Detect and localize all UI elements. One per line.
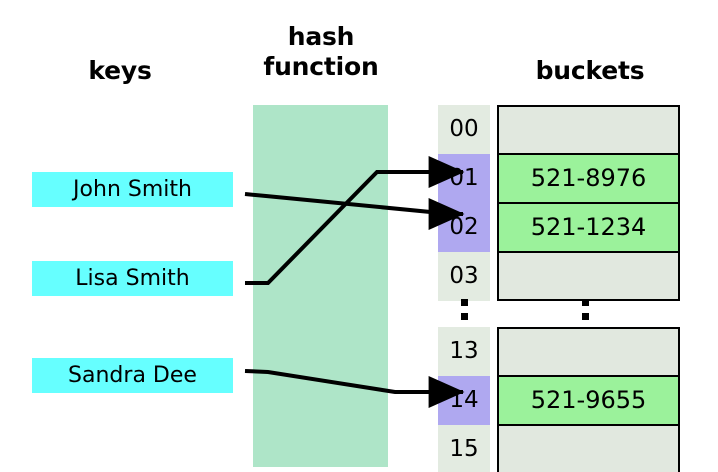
bucket-value-00 (497, 105, 680, 154)
bucket-value-15 (497, 425, 680, 472)
keys-heading: keys (88, 56, 152, 85)
bucket-value-14: 521-9655 (497, 376, 680, 425)
bucket-index-13: 13 (438, 327, 490, 376)
hash-function-band (253, 105, 388, 467)
bucket-index-14: 14 (438, 376, 490, 425)
bucket-value-13 (497, 327, 680, 376)
bucket-value-01: 521-8976 (497, 154, 680, 203)
bucket-index-01: 01 (438, 154, 490, 203)
bucket-value-02: 521-1234 (497, 203, 680, 252)
key-box-john-smith[interactable]: John Smith (32, 172, 233, 207)
hash-function-heading-line1: hash (287, 22, 355, 51)
bucket-index-02: 02 (438, 203, 490, 252)
key-box-sandra-dee[interactable]: Sandra Dee (32, 358, 233, 393)
buckets-heading: buckets (535, 56, 645, 85)
bucket-index-00: 00 (438, 105, 490, 154)
bucket-index-03: 03 (438, 252, 490, 301)
index-ellipsis-icon (461, 299, 468, 327)
hash-function-heading-line2: function (263, 52, 379, 81)
hash-function-heading: hash function (236, 22, 406, 82)
buckets-ellipsis-icon (582, 299, 589, 327)
bucket-index-15: 15 (438, 425, 490, 472)
key-box-lisa-smith[interactable]: Lisa Smith (32, 261, 233, 296)
bucket-value-03 (497, 252, 680, 301)
